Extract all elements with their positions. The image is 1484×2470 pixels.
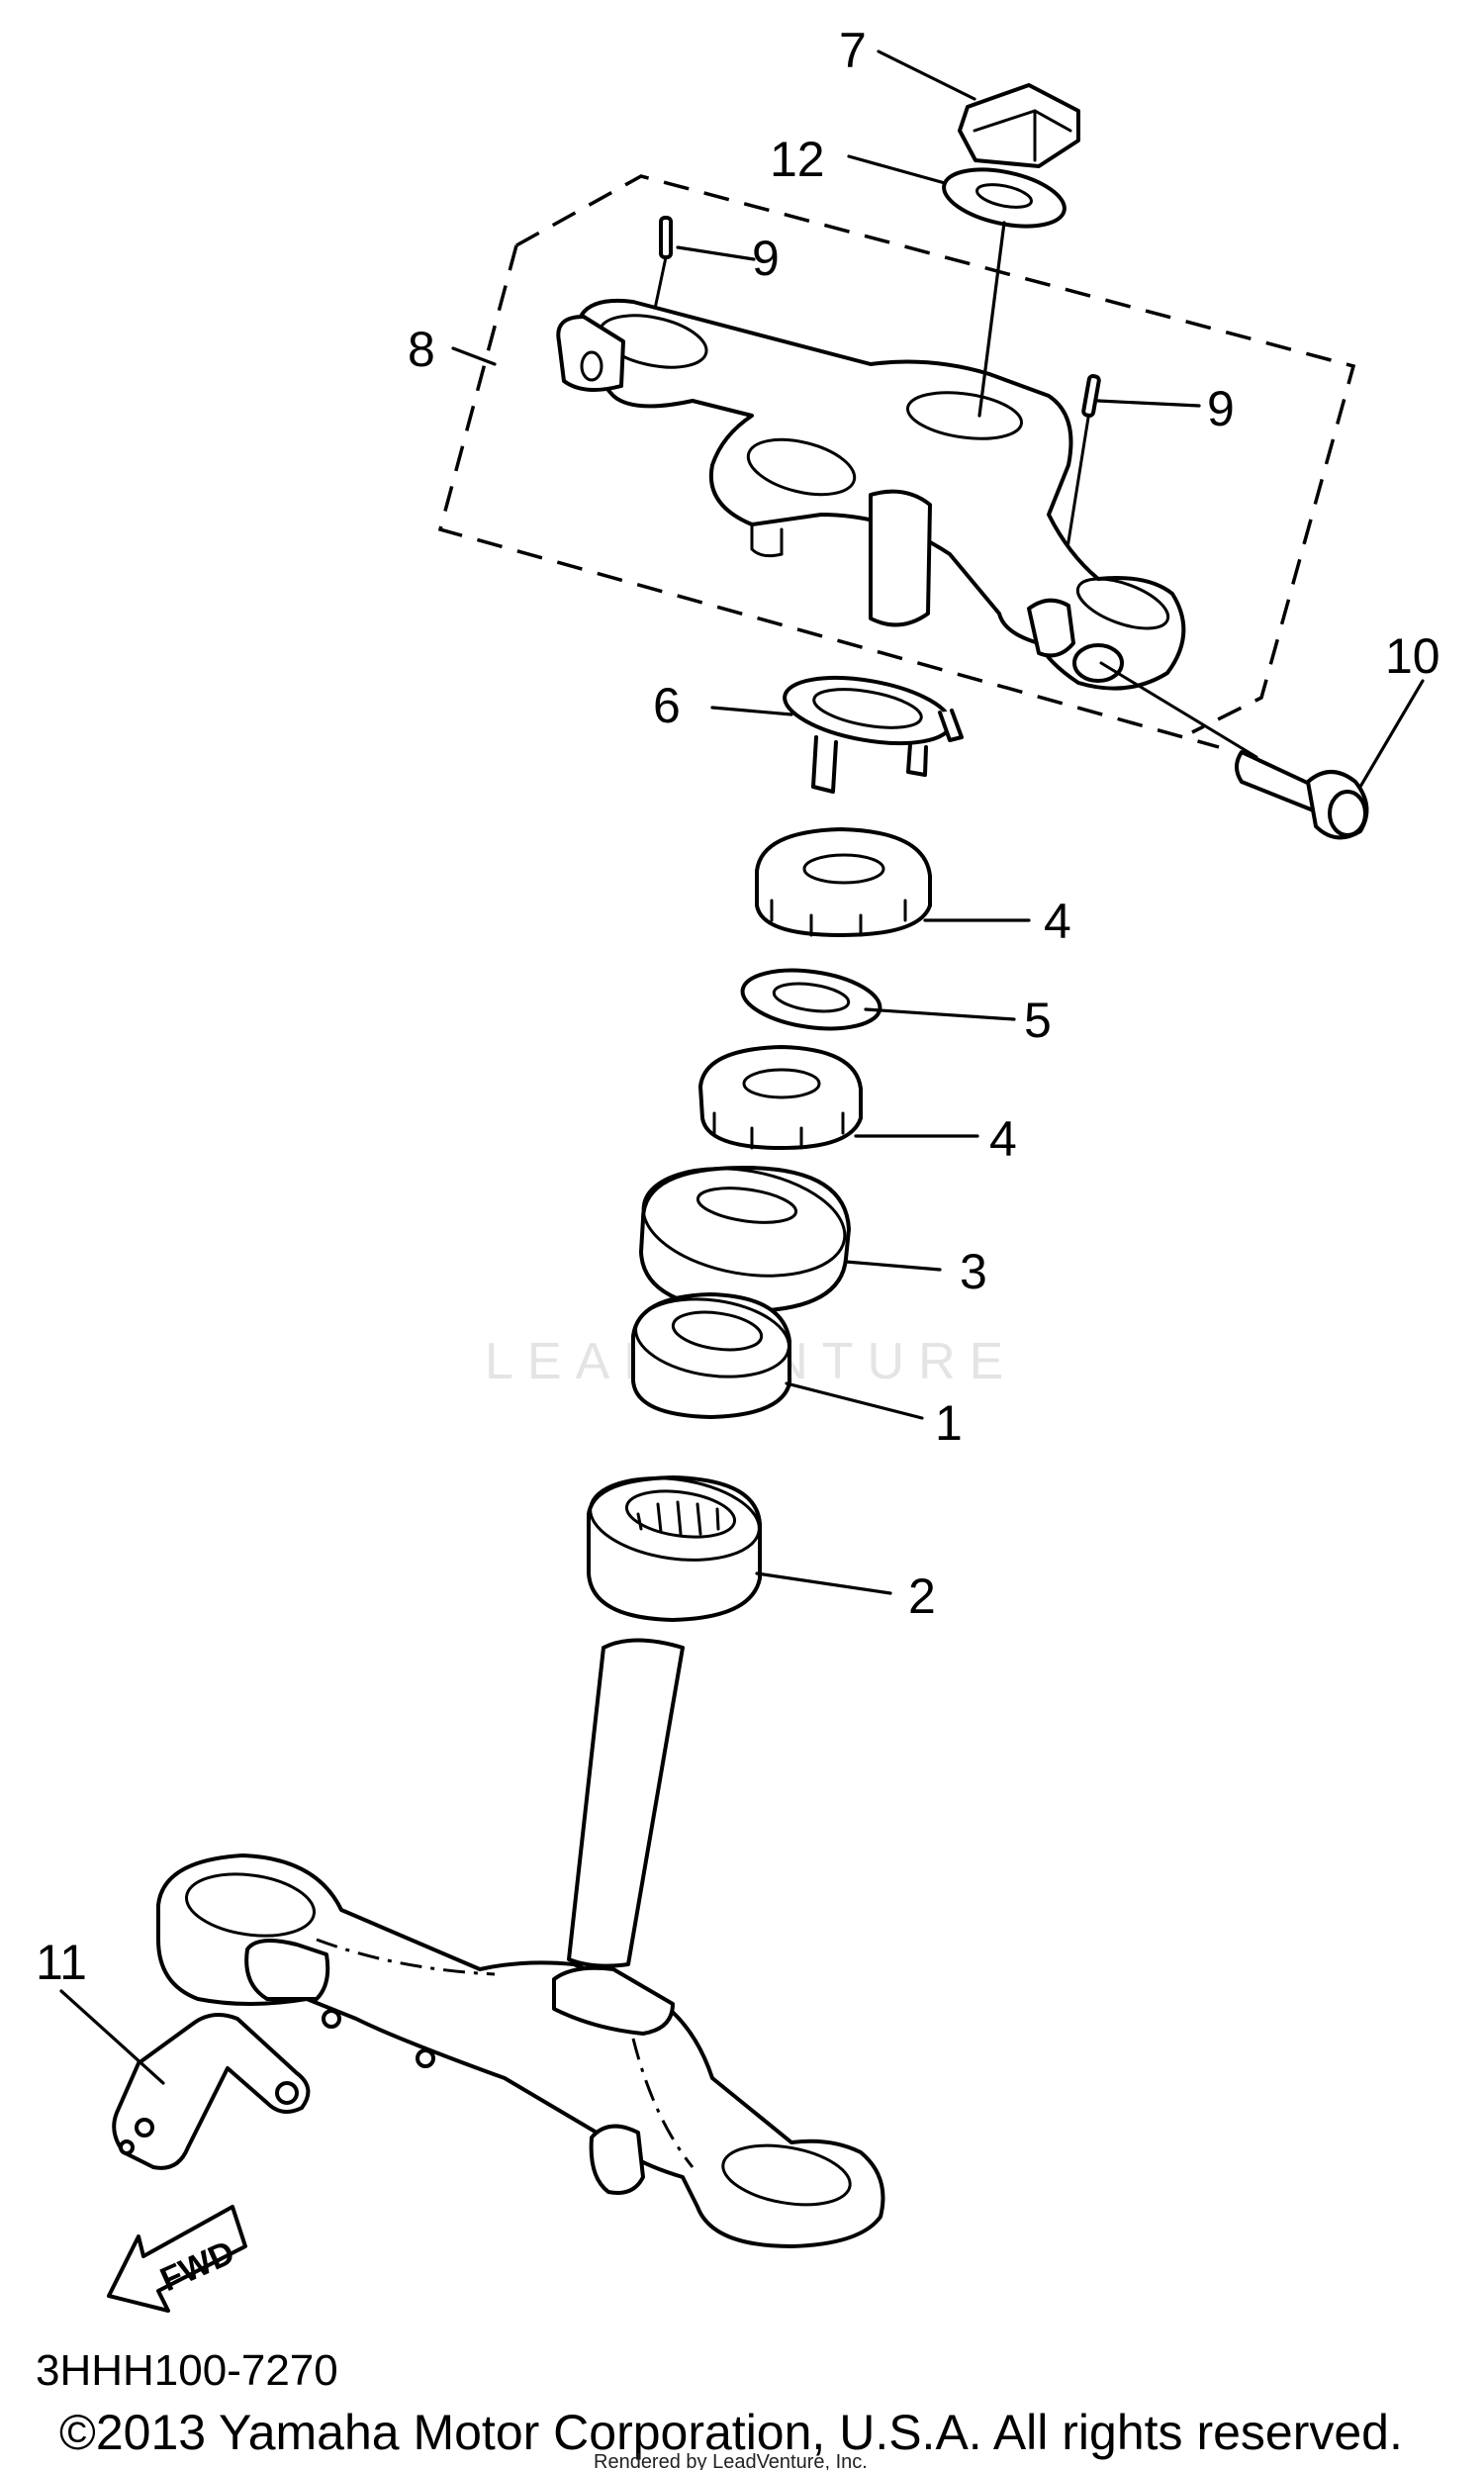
callout-6: 6 <box>653 678 681 733</box>
part-8-upper-bracket <box>556 298 1186 691</box>
diagram-code: 3HHH100-7270 <box>36 2346 338 2395</box>
part-6-lock-washer <box>783 675 964 794</box>
callout-11: 11 <box>36 1935 87 1990</box>
callout-9-left: 9 <box>752 231 780 286</box>
callout-2: 2 <box>908 1568 936 1624</box>
callout-8: 8 <box>408 322 435 377</box>
rendered-by-notice: Rendered by LeadVenture, Inc. <box>594 2451 868 2470</box>
callout-4-upper: 4 <box>1044 894 1071 949</box>
copyright-notice: ©2013 Yamaha Motor Corporation, U.S.A. A… <box>59 2405 1403 2460</box>
callout-5: 5 <box>1024 993 1052 1048</box>
callout-10: 10 <box>1385 628 1440 684</box>
part-5-washer <box>740 968 882 1031</box>
forward-direction-arrow: FWD <box>107 2205 247 2313</box>
part-4-ring-nut-lower <box>698 1045 863 1150</box>
part-11-bracket <box>112 2013 311 2170</box>
callout-3: 3 <box>960 1244 987 1299</box>
callout-numbers: 7 12 9 8 9 10 6 4 5 4 3 1 2 11 <box>36 23 1440 1990</box>
callout-7: 7 <box>839 23 867 78</box>
upper-bracket-assembly-outline <box>437 174 1356 749</box>
lower-bracket-and-stem <box>156 1638 885 2248</box>
part-10-pinch-bolt <box>1099 661 1369 840</box>
part-3-bearing-cover <box>639 1166 851 1313</box>
callout-4-lower: 4 <box>989 1111 1017 1167</box>
part-1-upper-bearing <box>631 1292 791 1419</box>
callout-12: 12 <box>770 132 825 187</box>
part-4-ring-nut-upper <box>755 827 932 937</box>
part-7-crown-nut <box>958 83 1080 168</box>
callout-9-right: 9 <box>1207 381 1235 436</box>
part-12-washer <box>942 167 1067 229</box>
callout-1: 1 <box>935 1395 963 1451</box>
part-2-lower-bearing <box>587 1475 762 1622</box>
leader-lines <box>59 49 1425 2085</box>
